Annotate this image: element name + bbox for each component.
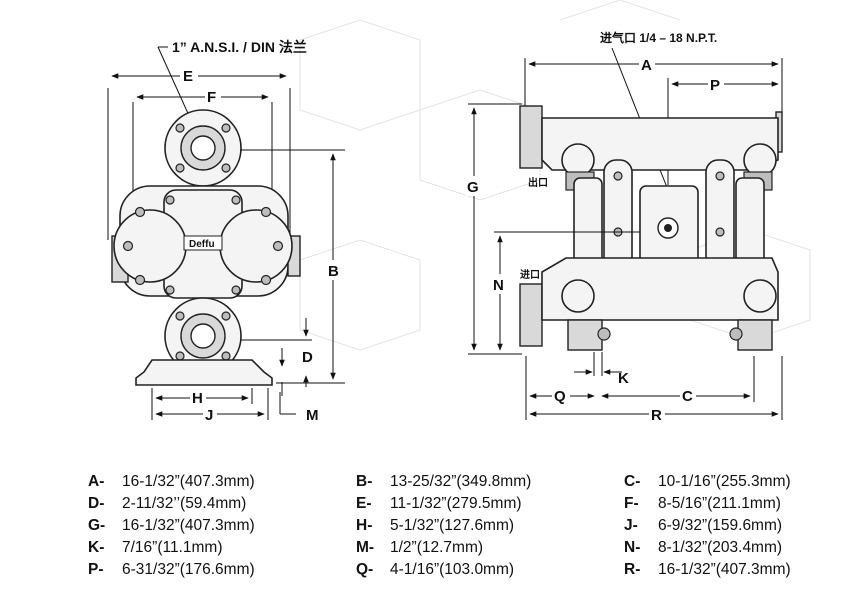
dim-row-p: P- 6-31/32”(176.6mm)	[88, 560, 356, 579]
dim-value: 16-1/32”(407.3mm)	[122, 472, 255, 490]
dim-letter: E-	[356, 494, 372, 512]
label-m: M	[306, 407, 319, 424]
dim-row-d: D- 2-11/32’’(59.4mm)	[88, 494, 356, 513]
label-n: N	[493, 277, 504, 294]
label-g: G	[467, 179, 479, 196]
brand-label: Deffu	[189, 239, 215, 250]
dim-value: 11-1/32”(279.5mm)	[390, 494, 522, 512]
dim-value: 1/2”(12.7mm)	[390, 538, 484, 556]
outlet-label: 出口	[528, 176, 548, 189]
dim-row-j: J- 6-9/32”(159.6mm)	[624, 516, 848, 535]
dim-row-a: A- 16-1/32”(407.3mm)	[88, 472, 356, 491]
dim-row-b: B- 13-25/32”(349.8mm)	[356, 472, 624, 491]
dim-value: 13-25/32”(349.8mm)	[390, 472, 532, 490]
dim-letter: P-	[88, 560, 104, 578]
dim-row-f: F- 8-5/16”(211.1mm)	[624, 494, 848, 513]
dim-row-m: M- 1/2”(12.7mm)	[356, 538, 624, 557]
dim-letter: Q-	[356, 560, 374, 578]
dim-value: 16-1/32”(407.3mm)	[122, 516, 255, 534]
label-p: P	[710, 77, 720, 94]
dim-letter: C-	[624, 472, 641, 490]
label-b: B	[328, 263, 339, 280]
label-f: F	[207, 89, 216, 106]
dim-letter: D-	[88, 494, 105, 512]
dim-letter: B-	[356, 472, 373, 490]
dim-row-g: G- 16-1/32”(407.3mm)	[88, 516, 356, 535]
dim-letter: A-	[88, 472, 105, 490]
dim-letter: G-	[88, 516, 106, 534]
front-view: 1” A.N.S.I. / DIN 法兰 E F	[107, 39, 345, 424]
label-j: J	[205, 407, 213, 424]
dim-letter: K-	[88, 538, 105, 556]
dim-value: 16-1/32”(407.3mm)	[658, 560, 791, 578]
dim-letter: R-	[624, 560, 641, 578]
dim-row-e: E- 11-1/32”(279.5mm)	[356, 494, 624, 513]
dim-letter: N-	[624, 538, 641, 556]
air-inlet-note: 进气口 1/4 – 18 N.P.T.	[600, 30, 717, 45]
dim-letter: F-	[624, 494, 639, 512]
dim-letter: J-	[624, 516, 638, 534]
dim-value: 7/16”(11.1mm)	[122, 538, 223, 556]
dim-value: 6-9/32”(159.6mm)	[658, 516, 783, 534]
pump-dimension-drawing: 1” A.N.S.I. / DIN 法兰 E F	[107, 0, 811, 424]
dim-row-k: K- 7/16”(11.1mm)	[88, 538, 356, 557]
flange-note: 1” A.N.S.I. / DIN 法兰	[172, 39, 307, 55]
dim-value: 2-11/32’’(59.4mm)	[122, 494, 247, 512]
side-view: 进气口 1/4 – 18 N.P.T. A P 出口 进口	[466, 30, 783, 424]
inlet-label: 进口	[520, 268, 540, 281]
label-k: K	[618, 370, 629, 387]
dim-letter: M-	[356, 538, 375, 556]
label-c: C	[682, 388, 693, 405]
dim-value: 8-1/32”(203.4mm)	[658, 538, 783, 556]
label-a: A	[641, 57, 652, 74]
dimension-table: A- 16-1/32”(407.3mm) B- 13-25/32”(349.8mm)…	[88, 472, 848, 579]
dim-row-c: C- 10-1/16”(255.3mm)	[624, 472, 848, 491]
dim-row-n: N- 8-1/32”(203.4mm)	[624, 538, 848, 557]
dim-row-h: H- 5-1/32”(127.6mm)	[356, 516, 624, 535]
dim-row-q: Q- 4-1/16”(103.0mm)	[356, 560, 624, 579]
label-h: H	[192, 390, 203, 407]
dim-letter: H-	[356, 516, 373, 534]
dim-value: 6-31/32”(176.6mm)	[122, 560, 255, 578]
dim-value: 10-1/16”(255.3mm)	[658, 472, 791, 490]
label-d: D	[302, 349, 313, 366]
dim-row-r: R- 16-1/32”(407.3mm)	[624, 560, 848, 579]
label-r: R	[651, 407, 662, 424]
label-q: Q	[554, 388, 566, 405]
dim-value: 5-1/32”(127.6mm)	[390, 516, 515, 534]
dim-value: 8-5/16”(211.1mm)	[658, 494, 781, 512]
dim-value: 4-1/16”(103.0mm)	[390, 560, 515, 578]
label-e: E	[183, 68, 193, 85]
